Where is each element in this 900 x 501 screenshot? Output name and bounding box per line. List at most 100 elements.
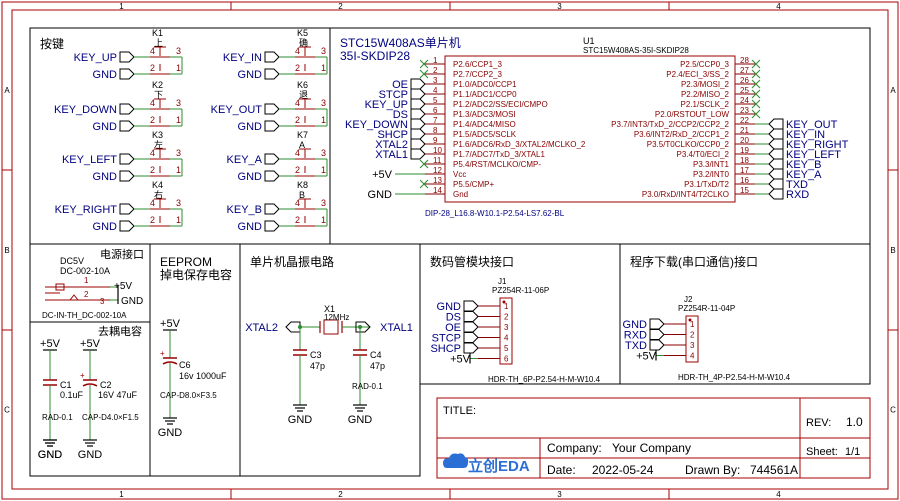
jack-barrel (55, 283, 65, 291)
ruler-row-label: C (4, 406, 10, 415)
conn-net-flag: GND (437, 300, 479, 313)
pin-number: 1 (321, 63, 326, 73)
ruler-col-label: 2 (338, 2, 343, 11)
net-flag-shape (768, 188, 784, 200)
gnd-label: GND (348, 414, 373, 426)
cap-value: 16v 1000uF (179, 371, 227, 381)
key-gnd-flag: GND (93, 68, 135, 81)
mcu-pin-name: P2.5/CCP0_3 (680, 60, 729, 69)
mcu-pin-number: 14 (433, 186, 442, 195)
ruler-col-label: 4 (776, 2, 781, 11)
key-char: 下 (154, 90, 163, 100)
net-flag-shape (768, 138, 784, 150)
gnd-label: GND (78, 449, 103, 461)
mcu-pin-name: P2.4/ECI_3/SS_2 (666, 70, 729, 79)
logo-text: 立创EDA (468, 457, 530, 475)
pin-number: 2 (84, 290, 89, 299)
xtal-ref: X1 (324, 304, 335, 314)
vcc-label: +5V (80, 338, 101, 350)
ruler-col-label: 1 (119, 490, 124, 499)
net-flag-shape (410, 138, 426, 150)
mcu-pin-name: P3.1/TxD/T2 (684, 180, 729, 189)
net-label: TXD (786, 179, 808, 191)
title-label: TITLE: (443, 405, 476, 417)
mcu-pin-name: P2.6/CCP1_3 (453, 60, 502, 69)
net-flag-shape (463, 300, 479, 312)
conn-net-flag: RXD (624, 329, 665, 342)
pin-number: 4 (150, 198, 155, 208)
conn-part: PZ254R-11-06P (492, 286, 549, 295)
pin-number: 4 (295, 46, 300, 56)
section-title-display: 数码管模块接口 (430, 254, 514, 269)
key-char: B (299, 190, 305, 200)
pin-number: 3 (321, 148, 326, 158)
pin-number: 1 (176, 63, 181, 73)
conn-ref: J2 (684, 295, 693, 304)
net-label: GND (93, 121, 118, 133)
net-label: KEY_B (786, 159, 821, 171)
key-ref: K2 (152, 80, 163, 90)
net-label: RXD (786, 189, 809, 201)
jack-label: DC5V (60, 256, 84, 266)
net-label: OE (392, 79, 408, 91)
mcu-pin-name: P2.0/RSTOUT_LOW (655, 110, 730, 119)
net-label: GND (238, 171, 263, 183)
net-flag-shape (410, 98, 426, 110)
net-label: SHCP (377, 129, 408, 141)
conn-net-flag: OE (445, 321, 479, 334)
pin-number: 2 (504, 313, 509, 322)
mcu-pin-number: 8 (433, 126, 438, 135)
mcu-pin-name: P2.1/SCLK_2 (681, 100, 730, 109)
section-title-eeprom: EEPROM (160, 255, 212, 269)
net-label: KEY_B (227, 204, 262, 216)
key-ref: K3 (152, 130, 163, 140)
key-gnd-flag: GND (93, 170, 135, 183)
mcu-pin-number: 26 (740, 76, 749, 85)
net-flag-shape (285, 321, 301, 333)
mcu-pin-name: P1.3/ADC3/MOSI (453, 110, 516, 119)
key-gnd-flag: GND (238, 68, 280, 81)
cap-footprint: RAD-0.1 (352, 382, 383, 391)
ruler-col-label: 4 (776, 490, 781, 499)
cap-plate-curved (82, 383, 98, 387)
vcc-label: +5V (114, 281, 132, 292)
net-flag-shape (649, 329, 665, 340)
mcu-pin-number: 10 (433, 146, 442, 155)
company-label: Company: (547, 441, 602, 455)
net-label: KEY_OUT (211, 104, 263, 116)
no-connect-mark (751, 79, 761, 89)
cap-ref: C6 (179, 360, 191, 370)
mcu-net-flag: KEY_DOWN (345, 118, 426, 131)
pin-number: 1 (504, 302, 509, 311)
cap-value: 0.1uF (60, 390, 84, 400)
pin-number: 3 (321, 198, 326, 208)
net-label: KEY_RIGHT (55, 204, 118, 216)
mcu-pin-name: P1.2/ADC2/SS/ECI/CMPO (453, 100, 548, 109)
net-flag-shape (463, 311, 479, 322)
key-ref: K7 (297, 130, 308, 140)
pin-number: 3 (176, 148, 181, 158)
mcu-net-flag: TXD (768, 178, 808, 191)
xtal-flag-right (355, 321, 371, 333)
net-label: GND (623, 319, 648, 331)
key-char: 退 (299, 90, 308, 100)
key-net-flag: KEY_LEFT (62, 153, 135, 166)
net-flag-shape (410, 88, 426, 100)
mcu-pin-number: 11 (433, 156, 442, 165)
net-label: GND (437, 301, 462, 313)
section-title-program: 程序下载(串口通信)接口 (630, 254, 758, 269)
pin-number: 2 (150, 215, 155, 225)
pin-number: 2 (295, 165, 300, 175)
net-flag-shape (410, 108, 426, 120)
mcu-pin-number: 27 (740, 66, 749, 75)
ruler-row-label: C (890, 406, 896, 415)
net-flag-shape (410, 118, 426, 130)
mcu-pin-name: P3.3/INT1 (693, 160, 730, 169)
company-value: Your Company (612, 441, 691, 455)
mcu-pin-name: P2.3/MOSI_2 (681, 80, 730, 89)
section-title-keys: 按键 (40, 37, 64, 51)
key-ref: K1 (152, 28, 163, 38)
